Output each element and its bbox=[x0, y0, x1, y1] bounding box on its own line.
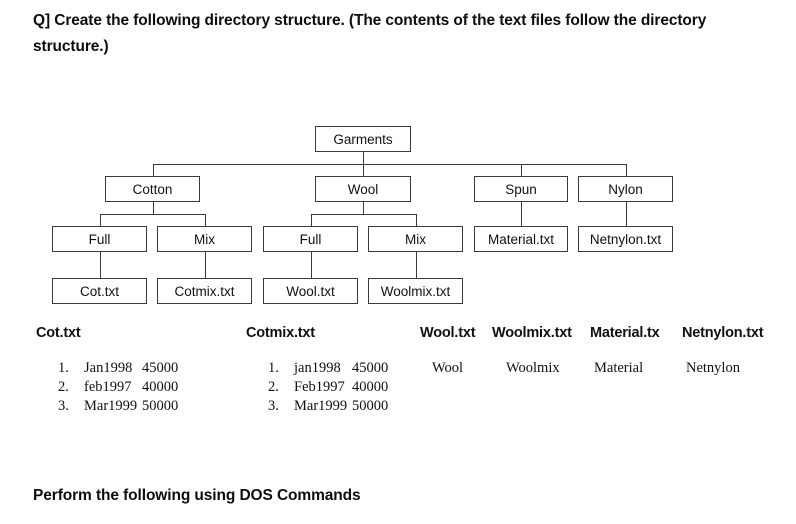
file-body-material-txt-content: Material bbox=[590, 359, 660, 378]
list-item-number: 3. bbox=[58, 398, 69, 414]
file-word-material-txt-content: Material bbox=[594, 360, 644, 376]
list-item-number: 2. bbox=[58, 379, 69, 395]
list-item-amount: 50000 bbox=[142, 398, 179, 414]
list-item-month: Mar1999 bbox=[294, 398, 348, 414]
connector-bus-wool bbox=[311, 214, 417, 215]
connector-stem-wool bbox=[363, 202, 364, 214]
question-text: Q] Create the following directory struct… bbox=[33, 12, 707, 55]
connector-stem-spun bbox=[521, 202, 522, 214]
list-item: 1. Jan1998 45000 bbox=[58, 359, 178, 378]
connector-drop-cotton-full bbox=[100, 214, 101, 226]
list-item-amount: 45000 bbox=[142, 360, 179, 376]
file-title-cotmix-txt-content: Cotmix.txt bbox=[246, 325, 315, 341]
tree-node-cotton-mix: Mix bbox=[157, 226, 252, 252]
tree-node-garments: Garments bbox=[315, 126, 411, 152]
tree-node-cot-txt: Cot.txt bbox=[52, 278, 147, 304]
connector-stem-cotton-full bbox=[100, 252, 101, 266]
file-title-netnylon-txt-content: Netnylon.txt bbox=[682, 325, 764, 341]
tree-node-wool: Wool bbox=[315, 176, 411, 202]
file-title-cot-txt-content: Cot.txt bbox=[36, 325, 81, 341]
file-body-wool-txt-content: Wool bbox=[420, 359, 475, 378]
connector-stem-wool-full bbox=[311, 252, 312, 266]
list-item-number: 1. bbox=[58, 360, 69, 376]
file-title-woolmix-txt-content: Woolmix.txt bbox=[492, 325, 572, 341]
file-column-cot-txt-content: Cot.txt 1. Jan1998 45000 2. feb1997 40000 3. Mar… bbox=[36, 325, 178, 416]
connector-drop-cotmix-txt bbox=[205, 266, 206, 278]
file-word-netnylon-txt-content: Netnylon bbox=[686, 360, 740, 376]
connector-drop-wool bbox=[363, 164, 364, 176]
list-item: 2. Feb1997 40000 bbox=[268, 378, 388, 397]
connector-drop-material-txt bbox=[521, 214, 522, 226]
file-contents-section: Cot.txt 1. Jan1998 45000 2. feb1997 40000 3. Mar… bbox=[0, 325, 796, 435]
file-title-wool-txt-content: Wool.txt bbox=[420, 325, 476, 341]
file-column-cotmix-txt-content: Cotmix.txt 1. jan1998 45000 2. Feb1997 40000 3.… bbox=[246, 325, 388, 416]
tree-node-material-txt: Material.txt bbox=[474, 226, 568, 252]
tree-node-spun: Spun bbox=[474, 176, 568, 202]
list-item-month: jan1998 bbox=[294, 360, 341, 376]
connector-stem-cotton bbox=[153, 202, 154, 214]
connector-drop-spun bbox=[521, 164, 522, 176]
connector-stem-garments bbox=[363, 152, 364, 164]
connector-stem-cotton-mix bbox=[205, 252, 206, 266]
connector-drop-wool-txt bbox=[311, 266, 312, 278]
file-body-woolmix-txt-content: Woolmix bbox=[492, 359, 572, 378]
connector-drop-cotton bbox=[153, 164, 154, 176]
file-title-material-txt-content: Material.tx bbox=[590, 325, 660, 341]
connector-drop-nylon bbox=[626, 164, 627, 176]
list-item-number: 3. bbox=[268, 398, 279, 414]
tree-node-cotton: Cotton bbox=[105, 176, 200, 202]
list-item-amount: 50000 bbox=[352, 398, 389, 414]
list-item: 2. feb1997 40000 bbox=[58, 378, 178, 397]
tree-node-woolmix-txt: Woolmix.txt bbox=[368, 278, 463, 304]
list-item: 1. jan1998 45000 bbox=[268, 359, 388, 378]
list-item-amount: 45000 bbox=[352, 360, 389, 376]
tree-node-wool-mix: Mix bbox=[368, 226, 463, 252]
list-item-number: 2. bbox=[268, 379, 279, 395]
connector-drop-wool-full bbox=[311, 214, 312, 226]
tree-node-netnylon-txt: Netnylon.txt bbox=[578, 226, 673, 252]
list-item-number: 1. bbox=[268, 360, 279, 376]
tree-node-wool-full: Full bbox=[263, 226, 358, 252]
file-body-netnylon-txt-content: Netnylon bbox=[682, 359, 763, 378]
connector-bus-cotton bbox=[100, 214, 206, 215]
connector-stem-nylon bbox=[626, 202, 627, 214]
list-item-month: Jan1998 bbox=[84, 360, 133, 376]
tree-node-cotton-full: Full bbox=[52, 226, 147, 252]
tree-node-nylon: Nylon bbox=[578, 176, 673, 202]
connector-drop-cotton-mix bbox=[205, 214, 206, 226]
footer-instruction: Perform the following using DOS Commands bbox=[33, 487, 361, 504]
tree-node-wool-txt: Wool.txt bbox=[263, 278, 358, 304]
connector-bus-garments bbox=[153, 164, 627, 165]
connector-stem-wool-mix bbox=[416, 252, 417, 266]
list-item-month: feb1997 bbox=[84, 379, 132, 395]
file-word-wool-txt-content: Wool bbox=[432, 360, 464, 376]
list-item-month: Feb1997 bbox=[294, 379, 345, 395]
connector-drop-woolmix-txt bbox=[416, 266, 417, 278]
tree-node-cotmix-txt: Cotmix.txt bbox=[157, 278, 252, 304]
connector-drop-netnylon-txt bbox=[626, 214, 627, 226]
connector-drop-cot-txt bbox=[100, 266, 101, 278]
list-item-month: Mar1999 bbox=[84, 398, 138, 414]
list-item-amount: 40000 bbox=[352, 379, 389, 395]
connector-drop-wool-mix bbox=[416, 214, 417, 226]
file-word-woolmix-txt-content: Woolmix bbox=[506, 360, 560, 376]
list-item-amount: 40000 bbox=[142, 379, 179, 395]
